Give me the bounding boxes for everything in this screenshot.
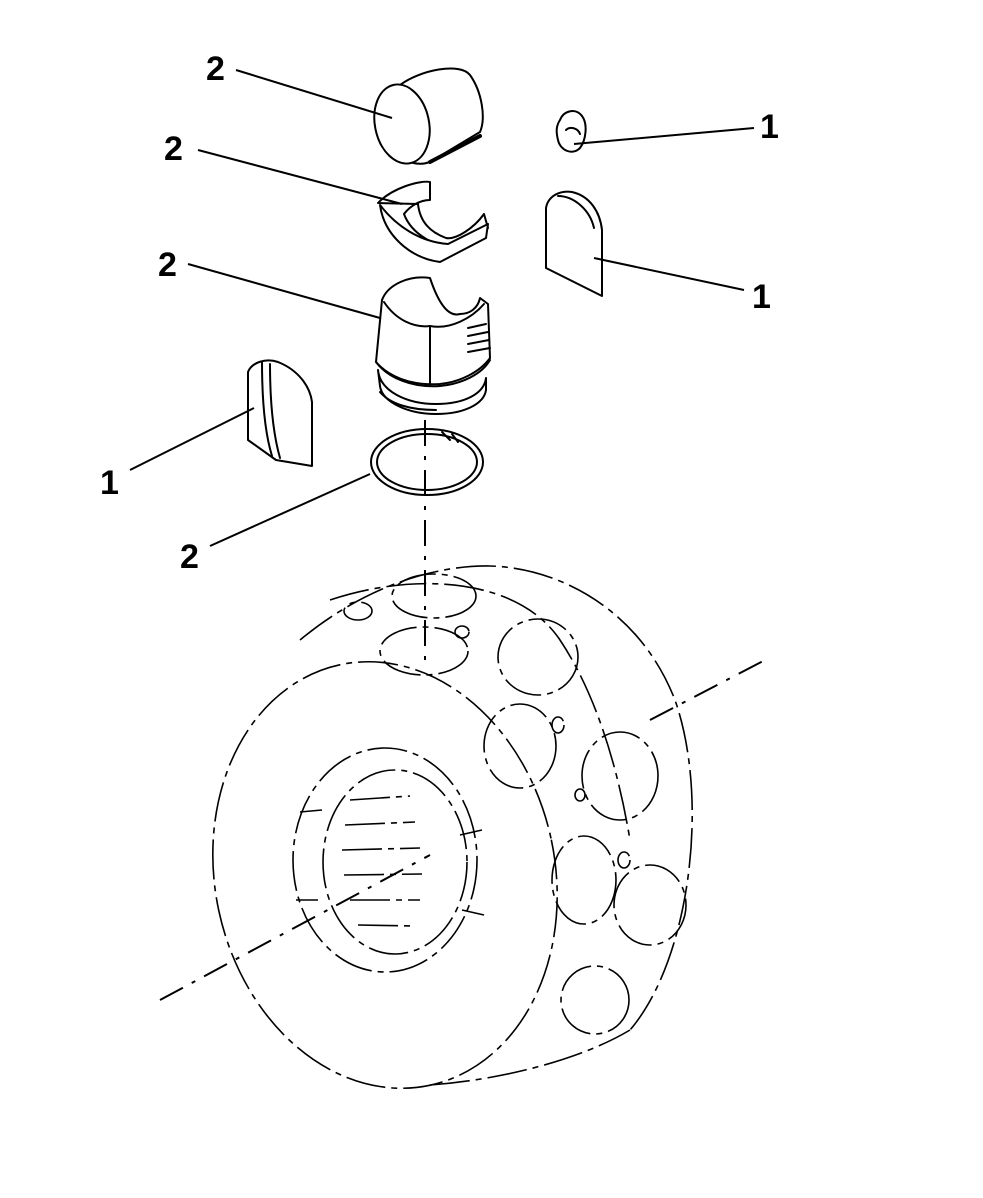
- half-shell-bearing-part: [377, 180, 489, 263]
- cylinder-block: [212, 565, 693, 1090]
- callout-2-piston-cap: 2: [206, 50, 225, 88]
- callout-2-piston-shoe: 2: [158, 246, 177, 284]
- centerline-axis: [159, 659, 766, 1001]
- spline-teeth: [296, 795, 485, 927]
- callout-2-half-shell: 2: [164, 130, 183, 168]
- piston-cap-part: [373, 67, 484, 165]
- callout-1-flat-key-right: 1: [752, 278, 771, 316]
- callout-1-flat-key-left: 1: [100, 464, 119, 502]
- callout-1-clip: 1: [760, 108, 779, 146]
- leader-lines: [129, 69, 755, 547]
- piston-shoe-part: [375, 276, 491, 415]
- flat-key-left-part: [247, 359, 313, 467]
- flat-key-right-part: [545, 190, 603, 297]
- retaining-ring-part: [370, 428, 484, 496]
- callout-2-retaining-ring: 2: [180, 538, 199, 576]
- small-clip-part: [555, 110, 587, 153]
